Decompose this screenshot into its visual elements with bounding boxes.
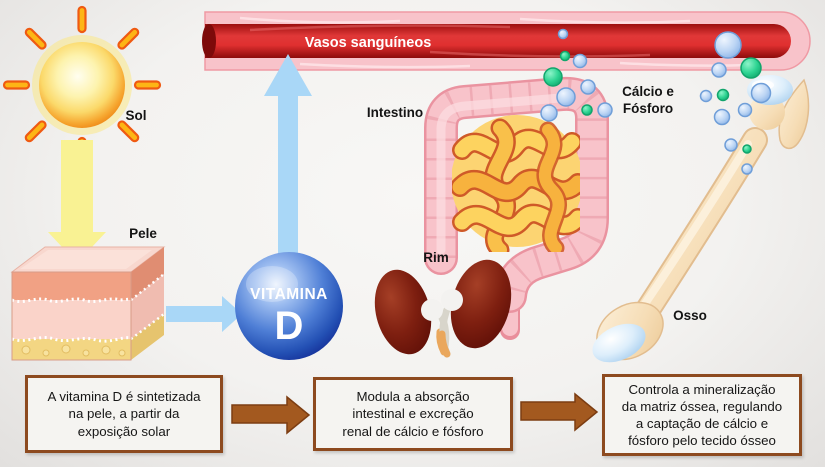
flow-box-text-line: intestinal e excreção [352, 406, 474, 422]
bone-label: Osso [673, 308, 707, 323]
mineral-particle [740, 57, 762, 79]
flow-arrow-2 [520, 392, 599, 432]
blood-vessel-illustration [202, 11, 811, 71]
skin-label: Pele [129, 226, 157, 241]
mineral-particle [741, 163, 753, 175]
flow-box-text-line: fósforo pelo tecido ósseo [628, 433, 776, 449]
sun-label: Sol [125, 108, 146, 123]
mineral-particle [737, 102, 753, 118]
flow-box-text-line: A vitamina D é sintetizada [47, 389, 201, 405]
mineral-particle [572, 53, 588, 69]
mineral-particle [597, 102, 613, 118]
mineral-particle [716, 88, 730, 102]
vitamin-label-line1: VITAMINA [250, 286, 328, 303]
flow-arrow-1 [231, 395, 311, 435]
kidney-right [450, 259, 512, 349]
mineral-particle [713, 108, 731, 126]
flow-box-absorption: Modula a absorção intestinal e excreção … [313, 377, 513, 451]
intestine-label: Intestino [367, 105, 423, 120]
flow-box-synthesis: A vitamina D é sintetizada na pele, a pa… [25, 375, 223, 453]
kidney-label: Rim [423, 250, 449, 265]
mineral-particle [699, 89, 713, 103]
minerals-label-line1: Cálcio e [622, 84, 674, 99]
mineral-particle [580, 79, 596, 95]
mineral-particle [742, 144, 752, 154]
flow-box-text-line: renal de cálcio e fósforo [342, 423, 484, 439]
vitamin-d-sphere: VITAMINA D [235, 252, 343, 360]
flow-box-mineralization: Controla a mineralização da matriz óssea… [602, 374, 802, 456]
mineral-particle [540, 104, 558, 122]
vessel-opening [202, 24, 216, 58]
flow-box-text-line: Controla a mineralização [628, 381, 776, 397]
mineral-particle [557, 28, 569, 40]
intestine-illustration [424, 76, 609, 340]
mineral-particle [714, 31, 742, 59]
blood-vessels-label: Vasos sanguíneos [305, 35, 432, 51]
flow-box-text-line: na pele, a partir da [68, 406, 180, 422]
vitamin-label-line2: D [275, 304, 304, 348]
skin-to-vitamin-arrow [166, 296, 242, 332]
sun-icon [2, 5, 162, 165]
flow-box-text-line: Modula a absorção [356, 389, 470, 405]
mineral-particle [543, 67, 563, 87]
bone-illustration [592, 75, 810, 363]
small-intestine-coils [452, 115, 580, 252]
skin-illustration [10, 246, 166, 361]
mineral-particle [581, 104, 593, 116]
flow-box-text-line: exposição solar [77, 423, 171, 439]
flow-box-text-line: a captação de cálcio e [635, 416, 769, 431]
flow-box-text-line: da matriz óssea, regulando [621, 398, 783, 414]
vitamin-to-vessel-arrow [264, 54, 312, 258]
calcium-phosphorus-particles [540, 28, 772, 175]
kidney-left [374, 269, 432, 355]
mineral-particle [724, 138, 738, 152]
cartilage-cap-bottom [592, 323, 646, 363]
mineral-particle [556, 87, 576, 107]
mineral-particle [711, 62, 727, 78]
sunbeam-arrow [48, 140, 106, 263]
minerals-label-line2: Fósforo [623, 101, 673, 116]
mineral-particle [750, 82, 772, 104]
kidneys-illustration [374, 259, 512, 358]
mineral-particle [559, 50, 571, 62]
